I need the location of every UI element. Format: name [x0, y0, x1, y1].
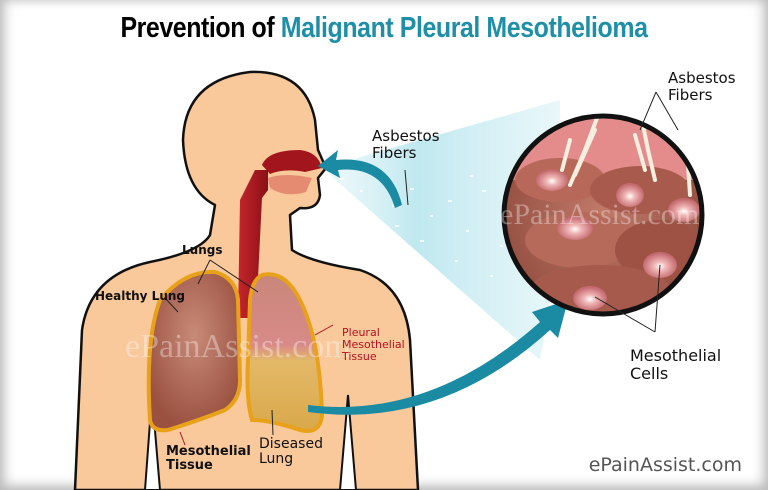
label-line: Mesothelial — [630, 346, 722, 365]
title-part-2: Malignant Pleural Mesothelioma — [280, 12, 648, 44]
page-title: Prevention of Malignant Pleural Mesothel… — [54, 12, 714, 45]
label-mesothelial-cells: Mesothelial Cells — [630, 347, 721, 382]
trachea — [238, 170, 268, 318]
label-mesothelial-tissue: Mesothelial Tissue — [166, 444, 251, 474]
label-line: Tissue — [342, 350, 377, 364]
label-line: Cells — [630, 363, 669, 383]
diseased-lung — [245, 272, 325, 433]
magnified-view — [501, 113, 705, 317]
nasal-cavity — [262, 150, 322, 174]
label-line: Mesothelial — [166, 444, 251, 459]
label-line: Asbestos — [668, 69, 736, 87]
label-line: Diseased — [259, 436, 323, 452]
label-line: Mesothelial — [342, 338, 405, 352]
asbestos-spray-cone — [322, 100, 560, 360]
label-healthy-lung: Healthy Lung — [95, 289, 185, 303]
leader-lines — [164, 91, 679, 446]
watermark-circle: ePainAssist.com — [500, 198, 700, 231]
label-line: Fibers — [372, 143, 417, 162]
label-line: Pleural — [342, 326, 380, 339]
watermark-body: ePainAssist.com — [125, 328, 351, 365]
inhale-arrow — [318, 150, 402, 208]
label-line: Asbestos — [372, 127, 440, 145]
flow-arrow — [308, 300, 568, 415]
healthy-lung — [146, 269, 243, 433]
brand-logo-text: ePainAssist.com — [588, 454, 742, 476]
label-line: Fibers — [668, 85, 713, 104]
title-part-1: Prevention of — [120, 12, 275, 44]
label-line: Tissue — [166, 458, 213, 474]
label-pleural-mesothelial-tissue: Pleural Mesothelial Tissue — [342, 326, 405, 364]
label-lungs: Lungs — [182, 243, 223, 257]
label-asbestos-fibers-inhaled: Asbestos Fibers — [372, 128, 440, 161]
label-asbestos-fibers-magnified: Asbestos Fibers — [668, 70, 736, 103]
label-line: Lung — [259, 451, 294, 468]
label-diseased-lung: Diseased Lung — [259, 436, 323, 468]
